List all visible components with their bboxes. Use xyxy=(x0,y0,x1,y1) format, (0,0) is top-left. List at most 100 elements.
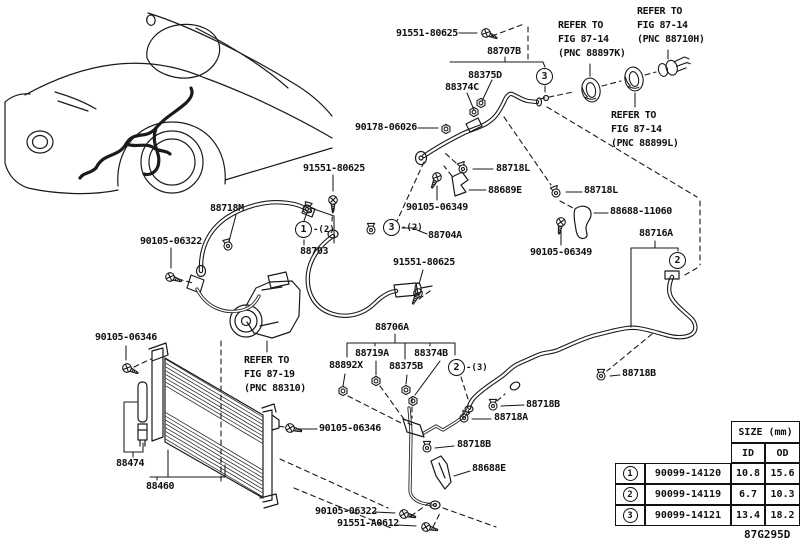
nut-icon xyxy=(408,395,418,407)
bolt-icon xyxy=(120,361,141,378)
clamp-icon xyxy=(549,184,562,199)
bolt-icon xyxy=(398,508,418,522)
clamp-icon xyxy=(221,238,234,252)
part-label-88689E: 88689E xyxy=(488,185,522,196)
refer-note-line: FIG 87-14 xyxy=(558,34,609,45)
bolt-icon xyxy=(420,521,440,535)
part-label-88474: 88474 xyxy=(116,458,145,469)
connector-icon xyxy=(657,56,691,77)
callout-circle: 3 xyxy=(536,68,553,85)
leader-lines xyxy=(123,32,679,527)
condenser xyxy=(137,342,280,509)
refer-note-line: REFER TO xyxy=(637,6,682,17)
fasteners xyxy=(120,26,691,535)
id-header: ID xyxy=(731,443,765,463)
callout-2: 2 xyxy=(669,252,686,269)
part-label-88688-11060: 88688-11060 xyxy=(610,206,672,217)
refer-note-line: FIG 87-14 xyxy=(611,124,662,135)
part-label-91551-80625: 91551-80625 xyxy=(303,163,365,174)
part-label-88703: 88703 xyxy=(300,246,329,257)
part-label-90105-06349: 90105-06349 xyxy=(406,202,468,213)
refer-note-line: FIG 87-14 xyxy=(637,20,688,31)
table-od-value: 18.2 xyxy=(765,505,800,526)
refer-note-line: REFER TO xyxy=(244,355,289,366)
bracket-88689E xyxy=(451,171,469,197)
callout-2: 2-(3) xyxy=(448,359,488,376)
refer-note-line: FIG 87-19 xyxy=(244,369,295,380)
refer-note-line: REFER TO xyxy=(611,110,656,121)
part-label-88718A: 88718A xyxy=(494,412,528,423)
size-header: SIZE (mm) xyxy=(731,421,800,443)
part-label-90105-06349: 90105-06349 xyxy=(530,247,592,258)
part-label-90105-06322: 90105-06322 xyxy=(140,236,202,247)
harness-highlight xyxy=(94,86,194,170)
callout-circle: 2 xyxy=(448,359,465,376)
callout-circle: 3 xyxy=(383,219,400,236)
part-label-88718B: 88718B xyxy=(457,439,491,450)
part-label-88707B: 88707B xyxy=(487,46,521,57)
assembly-dashed-lines xyxy=(133,23,701,529)
clamp-icon xyxy=(422,440,432,453)
od-header: OD xyxy=(765,443,800,463)
part-label-88716A: 88716A xyxy=(639,228,673,239)
bolt-icon xyxy=(427,170,444,191)
part-label-90105-06346: 90105-06346 xyxy=(319,423,381,434)
nut-icon xyxy=(371,375,381,387)
pipe-88716A xyxy=(466,274,698,411)
nut-icon xyxy=(476,97,486,109)
part-label-91551-80625: 91551-80625 xyxy=(393,257,455,268)
pipe-88707B xyxy=(421,91,540,159)
o-ring-icon xyxy=(622,64,646,94)
drawing-code: 87G295D xyxy=(744,528,791,541)
table-row-callout: 3 xyxy=(615,505,645,526)
part-label-88718B: 88718B xyxy=(526,399,560,410)
callout-3: 3-(2) xyxy=(383,219,423,236)
bolt-icon xyxy=(408,286,425,307)
part-label-88704A: 88704A xyxy=(428,230,462,241)
table-row-callout: 2 xyxy=(615,484,645,505)
o-ring-icon xyxy=(579,75,603,105)
part-label-91551-A0612: 91551-A0612 xyxy=(337,518,399,529)
table-part-number: 90099-14119 xyxy=(645,484,731,505)
bracket-88688-11060 xyxy=(573,205,592,240)
refer-note-line: (PNC 88899L) xyxy=(611,138,679,149)
part-label-91551-80625: 91551-80625 xyxy=(396,28,458,39)
part-label-88706A: 88706A xyxy=(375,322,409,333)
clamp-icon xyxy=(488,398,498,411)
callout-suffix: -(3) xyxy=(466,362,488,373)
part-label-88892X: 88892X xyxy=(329,360,363,371)
clamp-icon xyxy=(366,222,376,235)
bolt-icon xyxy=(554,216,567,236)
table-part-number: 90099-14120 xyxy=(645,463,731,484)
part-label-88374B: 88374B xyxy=(414,348,448,359)
part-label-90178-06026: 90178-06026 xyxy=(355,122,417,133)
part-label-90105-06322: 90105-06322 xyxy=(315,506,377,517)
callout-1: 1-(2) xyxy=(295,221,335,238)
table-od-value: 10.3 xyxy=(765,484,800,505)
table-id-value: 10.8 xyxy=(731,463,765,484)
table-part-number: 90099-14121 xyxy=(645,505,731,526)
nut-icon xyxy=(441,123,451,135)
part-label-88719A: 88719A xyxy=(355,348,389,359)
nut-icon xyxy=(401,384,411,396)
bracket-88688E xyxy=(430,455,452,490)
callout-circle: 2 xyxy=(669,252,686,269)
callout-suffix: -(2) xyxy=(313,224,335,235)
part-label-88718B: 88718B xyxy=(622,368,656,379)
bolt-icon xyxy=(163,270,184,286)
table-id-value: 6.7 xyxy=(731,484,765,505)
refer-note-2: REFER TO FIG 87-14 (PNC 88899L) xyxy=(611,109,679,151)
clamp-icon xyxy=(596,368,606,381)
part-label-88375B: 88375B xyxy=(389,361,423,372)
car-sketch xyxy=(4,12,333,195)
part-label-88718M: 88718M xyxy=(210,203,244,214)
table-empty-corner xyxy=(615,421,731,463)
hoses-and-pipes xyxy=(186,91,698,510)
size-table: SIZE (mm) ID OD 1 90099-14120 10.8 15.6 … xyxy=(615,421,800,526)
part-label-88718L: 88718L xyxy=(496,163,530,174)
